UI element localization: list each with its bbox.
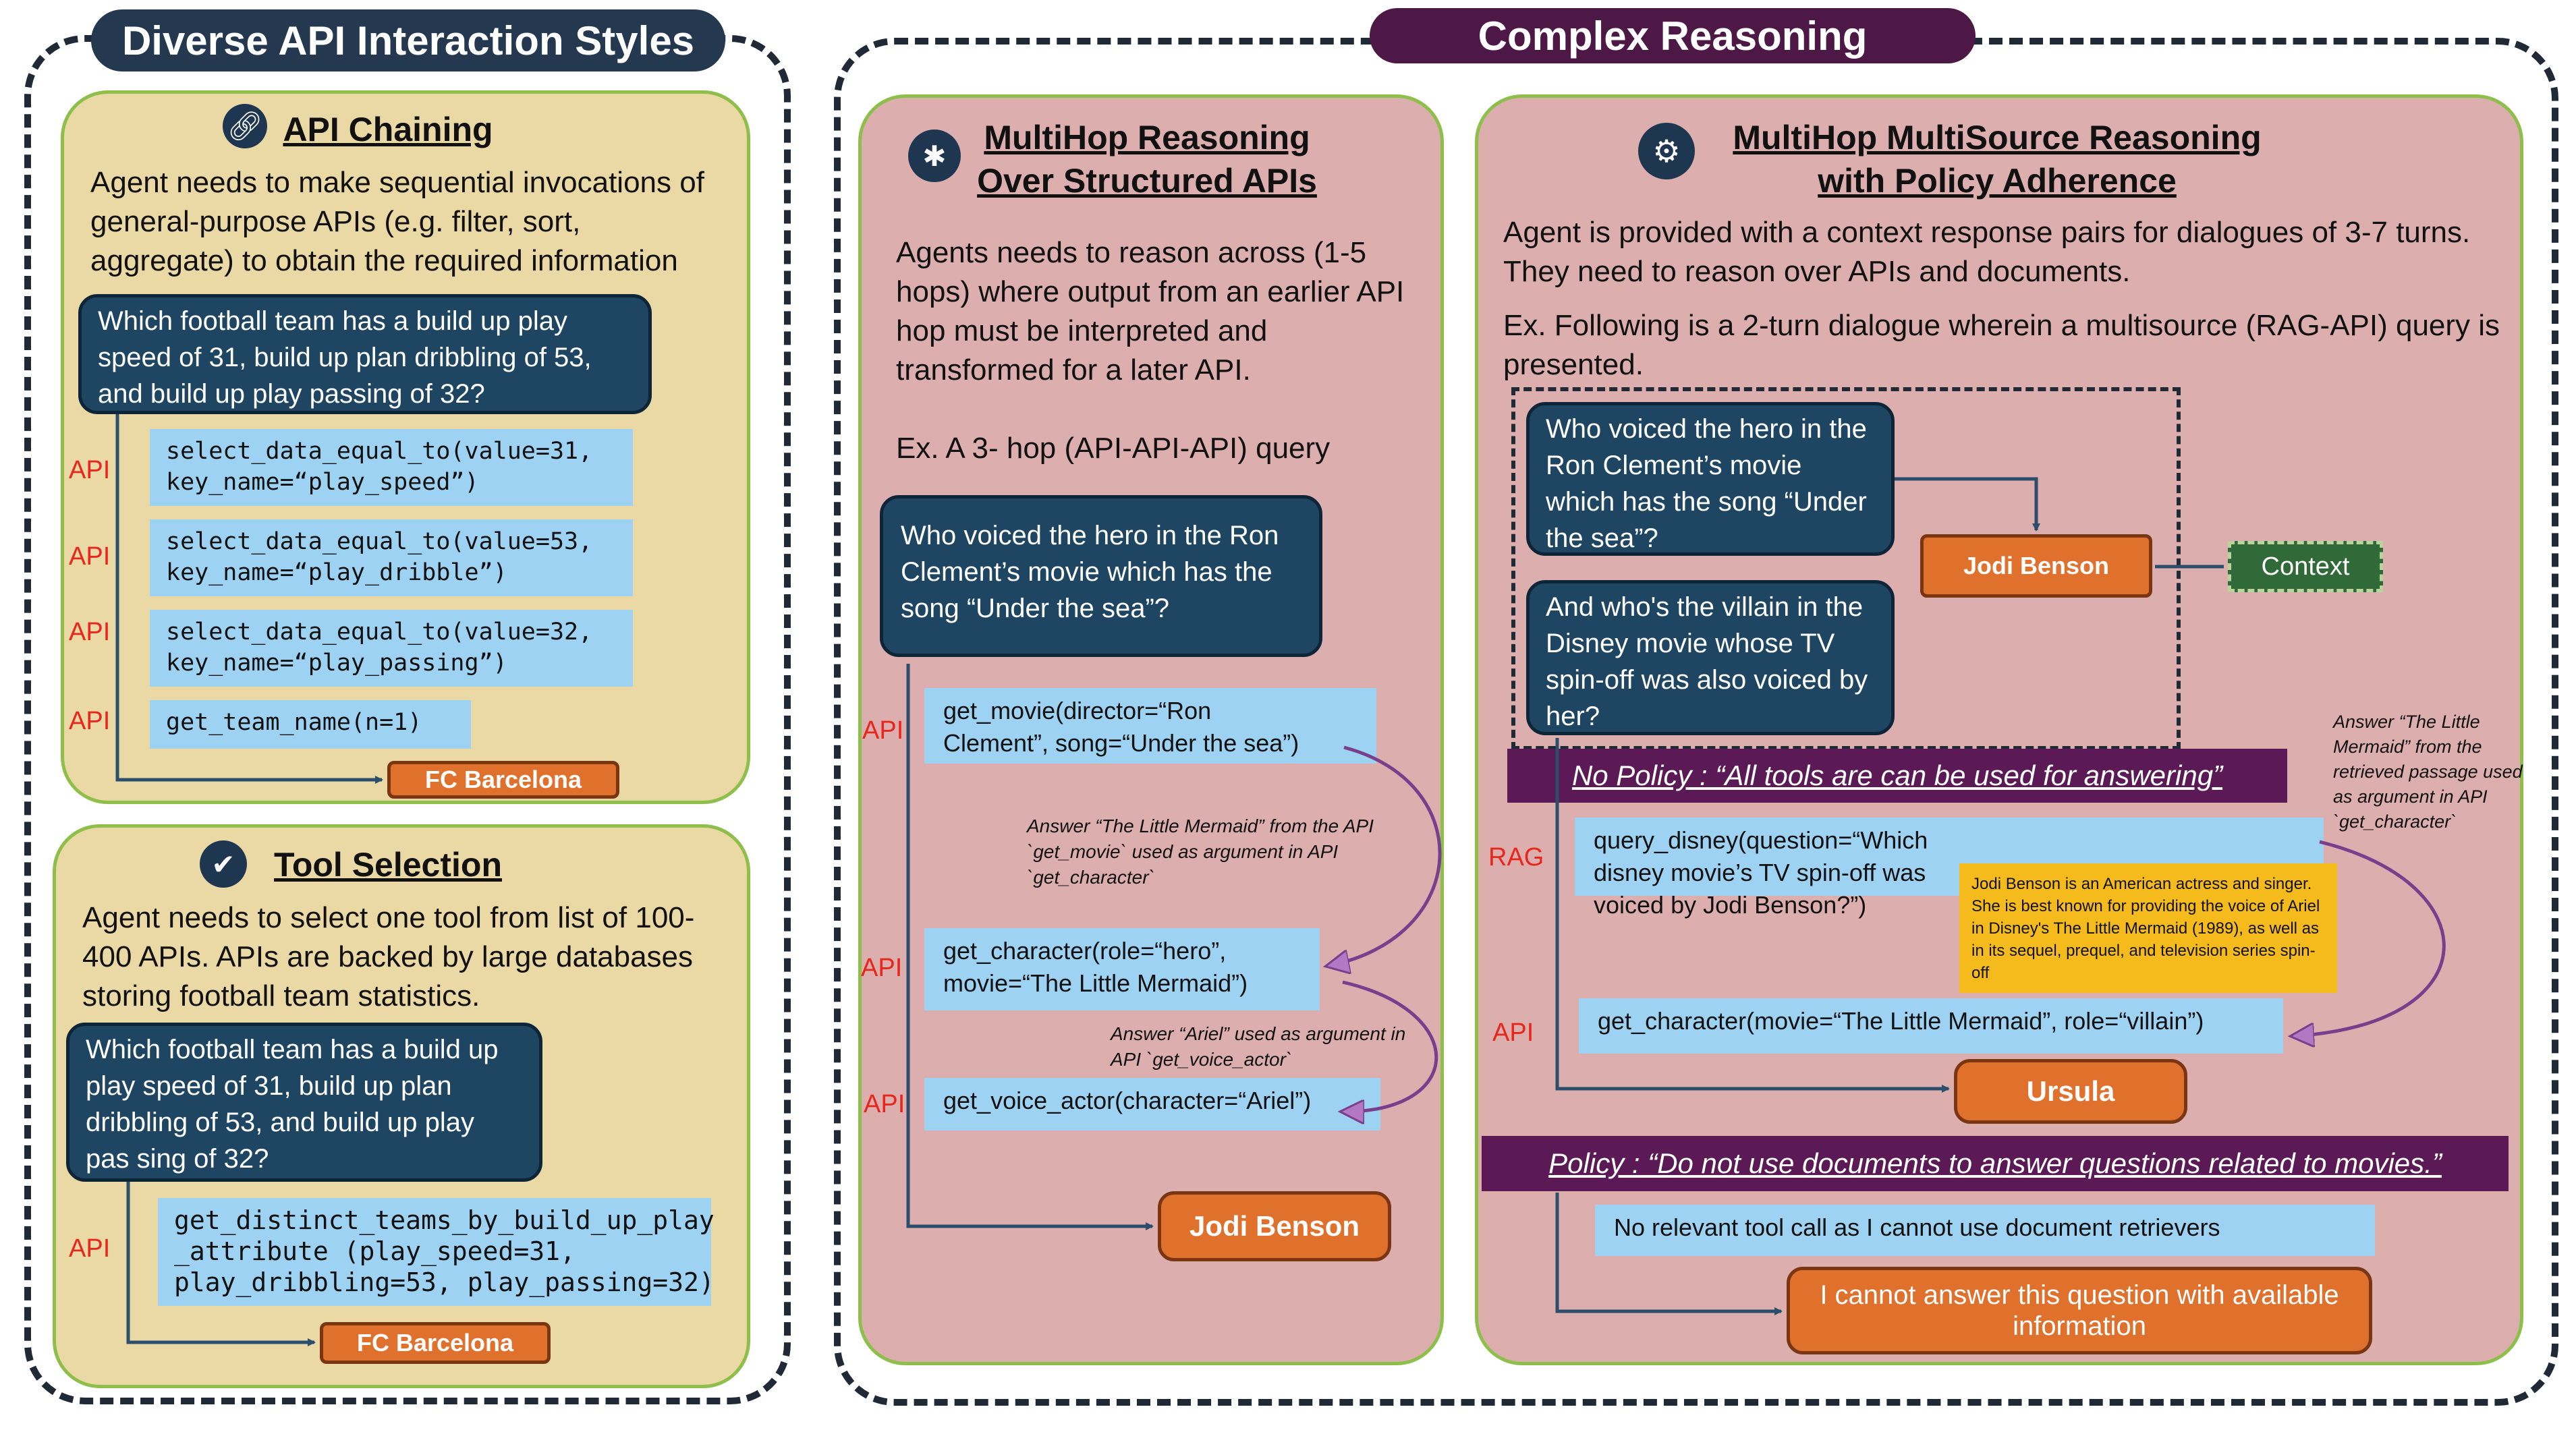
tool-selection-answer: FC Barcelona: [320, 1322, 551, 1364]
multisource-title-line1: MultiHop MultiSource Reasoning: [1733, 119, 2262, 156]
multisource-note: Answer “The Little Mermaid” from the ret…: [2333, 712, 2523, 832]
multisource-title-line2: with Policy Adherence: [1818, 162, 2177, 200]
multihop-answer: Jodi Benson: [1158, 1191, 1391, 1261]
final-answer: I cannot answer this question with avail…: [1787, 1267, 2372, 1354]
api-label: API: [69, 456, 111, 484]
link-icon: 🔗︎: [223, 104, 267, 148]
api-label: API: [69, 1234, 111, 1263]
multisource-description: Agent is provided with a context respons…: [1503, 216, 2471, 288]
context-label: Context: [2228, 541, 2383, 592]
left-section-title: Diverse API Interaction Styles: [91, 9, 725, 72]
multihop-call-code: get_voice_actor(character=“Ariel”): [924, 1078, 1380, 1131]
no-policy-banner: No Policy : “All tools are can be used f…: [1507, 749, 2287, 803]
multisource-question1: Who voiced the hero in the Ron Clement’s…: [1526, 402, 1895, 556]
api-label: API: [69, 618, 111, 646]
rag-label: RAG: [1488, 843, 1544, 871]
brain-icon: ⚙: [1638, 123, 1695, 179]
tool-selection-title: Tool Selection: [274, 846, 502, 884]
api-call-code: select_data_equal_to(value=32, key_name=…: [150, 610, 633, 687]
multisource-api-call: get_character(movie=“The Little Mermaid”…: [1579, 998, 2283, 1054]
context-dashed-box: [1511, 387, 2181, 750]
network-icon: ✱: [908, 130, 961, 182]
tool-selection-question: Which football team has a build up play …: [66, 1023, 542, 1182]
multisource-example: Ex. Following is a 2-turn dialogue where…: [1503, 309, 2500, 381]
api-label: API: [69, 707, 111, 735]
api-label: API: [864, 1090, 905, 1118]
api-label: API: [862, 716, 904, 745]
multisource-answer1: Jodi Benson: [1920, 534, 2152, 598]
tool-selection-description: Agent needs to select one tool from list…: [82, 901, 695, 1012]
multisource-question2: And who's the villain in the Disney movi…: [1526, 580, 1895, 735]
api-chaining-question: Which football team has a build up play …: [78, 294, 652, 414]
no-tool-call: No relevant tool call as I cannot use do…: [1595, 1205, 2375, 1256]
multihop-note2: Answer “Ariel” used as argument in API `…: [1111, 1023, 1406, 1070]
check-circle-icon: ✔: [200, 840, 247, 888]
multihop-question: Who voiced the hero in the Ron Clement’s…: [880, 495, 1322, 657]
api-chaining-answer: FC Barcelona: [387, 761, 619, 799]
api-chaining-description: Agent needs to make sequential invocatio…: [90, 166, 704, 277]
api-chaining-title: API Chaining: [283, 111, 493, 148]
multihop-title-line2: Over Structured APIs: [977, 162, 1317, 200]
policy-banner: Policy : “Do not use documents to answer…: [1482, 1136, 2509, 1191]
retrieved-passage: Jodi Benson is an American actress and s…: [1959, 863, 2337, 993]
api-label: API: [69, 542, 111, 571]
multihop-call-code: get_character(role=“hero”, movie=“The Li…: [924, 928, 1320, 1010]
multisource-answer2: Ursula: [1954, 1059, 2187, 1124]
right-section-title: Complex Reasoning: [1370, 8, 1976, 63]
api-label: API: [1492, 1019, 1534, 1047]
multihop-description: Agents needs to reason across (1-5 hops)…: [896, 236, 1405, 387]
tool-selection-call-code: get_distinct_teams_by_build_up_play _att…: [158, 1198, 715, 1306]
api-label: API: [861, 954, 903, 982]
multihop-call-code: get_movie(director=“Ron Clement”, song=“…: [924, 688, 1376, 764]
api-call-code: get_team_name(n=1): [150, 700, 471, 749]
multihop-example: Ex. A 3- hop (API-API-API) query: [896, 432, 1331, 465]
multihop-note1: Answer “The Little Mermaid” from the API…: [1027, 816, 1374, 888]
multihop-title-line1: MultiHop Reasoning: [984, 119, 1310, 156]
api-call-code: select_data_equal_to(value=31, key_name=…: [150, 429, 633, 506]
api-call-code: select_data_equal_to(value=53, key_name=…: [150, 519, 633, 596]
